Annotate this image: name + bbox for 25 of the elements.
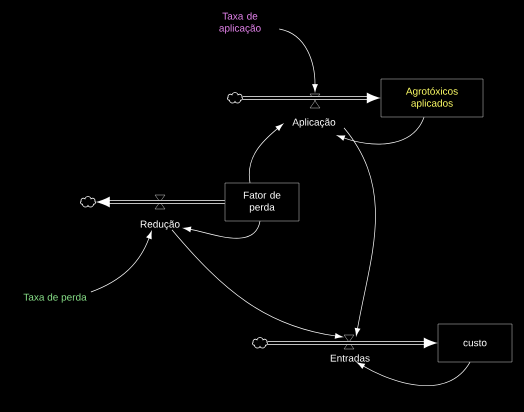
flow-valve: Entradas bbox=[330, 334, 370, 362]
variable-label: Taxa de perda bbox=[24, 293, 87, 303]
arrow bbox=[337, 116, 424, 144]
arrow bbox=[172, 230, 343, 339]
arrow bbox=[268, 338, 437, 348]
node-label: Redução bbox=[140, 220, 180, 230]
arrow bbox=[183, 220, 260, 239]
cloud-symbol bbox=[80, 196, 96, 208]
arrow bbox=[357, 362, 470, 386]
arrow bbox=[278, 28, 318, 92]
stock-box: custo bbox=[438, 324, 512, 362]
variable-label: Taxa de aplicação bbox=[219, 12, 261, 34]
flow-valve: Aplicação bbox=[292, 94, 336, 128]
arrow bbox=[90, 231, 152, 292]
cloud-symbol bbox=[227, 92, 243, 104]
arrow bbox=[242, 92, 380, 104]
flow-valve: Redução bbox=[140, 194, 180, 230]
arrow bbox=[96, 196, 225, 208]
stock-box: Agrotóxicos aplicados bbox=[380, 78, 484, 118]
node-label: Aplicação bbox=[292, 118, 336, 128]
cloud-symbol bbox=[252, 337, 268, 348]
arrow bbox=[344, 128, 376, 336]
stock-box: Fator de perda bbox=[224, 182, 300, 222]
arrow bbox=[248, 124, 284, 184]
node-label: Entradas bbox=[330, 354, 370, 362]
